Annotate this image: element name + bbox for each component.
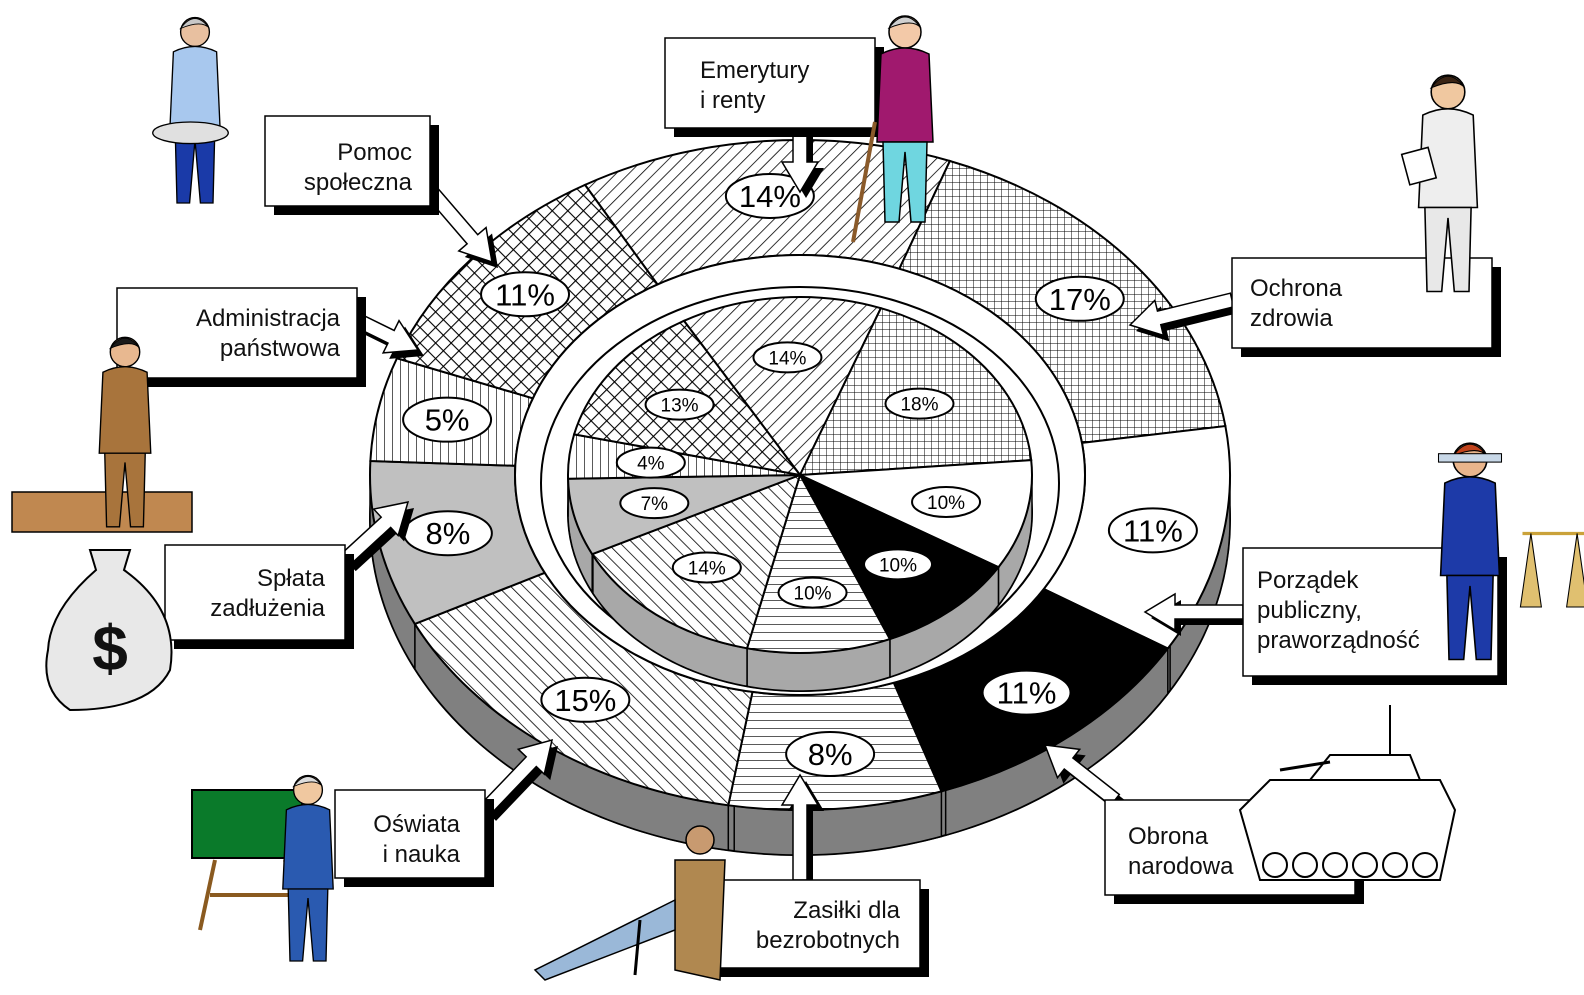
elderly-woman-icon	[851, 15, 934, 243]
svg-text:13%: 13%	[661, 396, 699, 417]
reclining-man-icon	[533, 825, 726, 981]
svg-text:14%: 14%	[739, 179, 801, 214]
kneeling-man-icon	[152, 16, 229, 204]
justice-figure-icon	[1437, 442, 1584, 661]
box-oswiata	[334, 789, 486, 879]
arrow-splata	[339, 501, 410, 567]
svg-text:10%: 10%	[927, 493, 965, 514]
svg-text:14%: 14%	[768, 348, 806, 369]
svg-text:14%: 14%	[688, 558, 726, 579]
svg-text:11%: 11%	[997, 676, 1057, 711]
label-oswiata-1: i nauka	[383, 841, 461, 868]
nurse-icon	[1400, 74, 1479, 293]
outer-label-oswiata-i-nauka: 15%	[540, 676, 631, 723]
label-porzadek-2: praworządność	[1257, 627, 1420, 654]
label-obrona-1: narodowa	[1128, 853, 1234, 880]
label-oswiata-0: Oświata	[373, 811, 460, 838]
callout-emerytury: Emerytury i renty	[664, 37, 884, 198]
svg-text:10%: 10%	[794, 584, 832, 605]
box-zasilki	[709, 879, 921, 969]
label-obrona-0: Obrona	[1128, 823, 1209, 850]
inner-label-emerytury-i-renty: 14%	[752, 341, 823, 374]
arrow-ochrona	[1128, 292, 1235, 337]
arrow-oswiata	[478, 738, 554, 816]
arrow-obrona	[1043, 744, 1121, 807]
outer-label-splata-zadluzenia: 8%	[402, 510, 493, 557]
label-zasilki-0: Zasiłki dla	[793, 897, 900, 924]
arrow-zasilki	[780, 773, 820, 881]
box-emerytury	[664, 37, 876, 129]
outer-label-pomoc-spoleczna: 11%	[480, 271, 571, 318]
outer-label-zasilki-dla-bezrobotnych: 8%	[785, 731, 876, 778]
inner-label-porzadek-publiczny-praworzadnosc: 10%	[911, 485, 982, 518]
box-splata	[164, 544, 346, 641]
svg-text:10%: 10%	[879, 555, 917, 576]
label-administracja-1: państwowa	[220, 335, 341, 362]
label-porzadek-0: Porządek	[1257, 567, 1359, 594]
inner-label-obrona-narodowa: 10%	[863, 548, 934, 581]
callout-splata: Spłata zadłużenia	[164, 501, 414, 649]
box-administracja	[116, 287, 358, 379]
label-ochrona-1: zdrowia	[1250, 305, 1333, 332]
teacher-blackboard-icon	[191, 789, 303, 859]
clerk-at-desk-icon	[98, 336, 152, 528]
callout-zasilki: Zasiłki dla bezrobotnych	[709, 773, 929, 977]
label-pomoc-1: społeczna	[304, 169, 413, 196]
desk	[11, 491, 193, 533]
svg-text:8%: 8%	[808, 737, 853, 772]
tank-icon	[1238, 705, 1457, 881]
inner-label-ochrona-zdrowia: 18%	[884, 387, 955, 420]
inner-slice-porzadek-publiczny-praworzadnosc	[799, 459, 1033, 569]
outer-label-ochrona-zdrowia: 17%	[1034, 275, 1125, 322]
outer-label-obrona-narodowa: 11%	[981, 669, 1072, 716]
svg-text:5%: 5%	[425, 403, 470, 438]
outer-value-labels: 14% 17% 11% 11% 8% 15% 8% 5% 11%	[402, 172, 1198, 778]
label-emerytury-1: i renty	[700, 87, 765, 114]
callout-pomoc: Pomoc społeczna	[264, 115, 498, 268]
inner-label-oswiata-i-nauka: 14%	[671, 551, 742, 584]
money-bag-icon: $	[45, 549, 173, 712]
svg-text:15%: 15%	[554, 683, 616, 718]
svg-text:7%: 7%	[641, 494, 669, 515]
illustrations: $	[11, 15, 1584, 981]
label-pomoc-0: Pomoc	[337, 139, 412, 166]
box-pomoc	[264, 115, 431, 207]
svg-text:4%: 4%	[637, 454, 665, 475]
inner-slice-zasilki-dla-bezrobotnych	[745, 472, 892, 654]
label-splata-1: zadłużenia	[210, 595, 325, 622]
inner-label-splata-zadluzenia: 7%	[619, 487, 690, 520]
label-ochrona-0: Ochrona	[1250, 275, 1343, 302]
arrow-porzadek	[1143, 592, 1244, 632]
inner-slice-emerytury-i-renty	[682, 296, 883, 477]
label-administracja-0: Administracja	[196, 305, 341, 332]
teacher-figure-icon	[282, 774, 334, 962]
arrow-pomoc	[423, 184, 493, 264]
outer-label-administracja-panstwowa: 5%	[402, 396, 493, 443]
callout-oswiata: Oświata i nauka	[334, 738, 558, 887]
outer-label-emerytury-i-renty: 14%	[724, 172, 815, 219]
inner-value-labels: 14% 18% 10% 10% 10% 14% 7% 4% 13%	[615, 341, 982, 609]
inner-label-zasilki-dla-bezrobotnych: 10%	[777, 576, 848, 609]
svg-text:18%: 18%	[900, 395, 938, 416]
callout-administracja: Administracja państwowa	[116, 287, 424, 387]
callout-ochrona: Ochrona zdrowia	[1128, 257, 1501, 357]
outer-label-porzadek-publiczny-praworzadnosc: 11%	[1107, 507, 1198, 554]
dollar-sign: $	[92, 612, 128, 684]
svg-text:11%: 11%	[1123, 513, 1183, 548]
svg-text:8%: 8%	[425, 516, 470, 551]
label-porzadek-1: publiczny,	[1257, 597, 1362, 624]
inner-label-administracja-panstwowa: 4%	[615, 446, 686, 479]
label-splata-0: Spłata	[257, 565, 326, 592]
svg-text:17%: 17%	[1049, 282, 1111, 317]
label-emerytury-0: Emerytury	[700, 57, 809, 84]
label-zasilki-1: bezrobotnych	[756, 927, 900, 954]
inner-label-pomoc-spoleczna: 13%	[644, 388, 715, 421]
svg-text:11%: 11%	[495, 277, 555, 312]
box-ochrona	[1231, 257, 1493, 349]
